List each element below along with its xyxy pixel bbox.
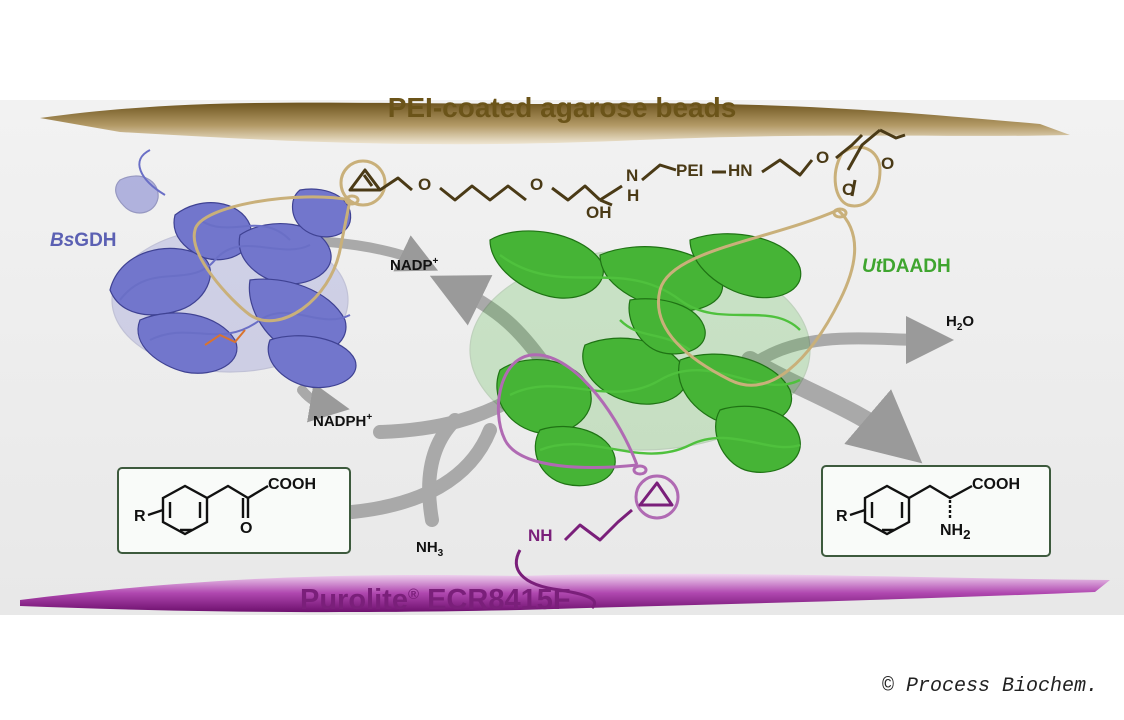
bottom-bead-surface	[20, 573, 1110, 613]
ammonia-label: NH3	[416, 539, 443, 559]
top-linker-tethers	[192, 145, 882, 387]
product-structure	[849, 484, 973, 536]
substrate-o: O	[240, 520, 253, 537]
linker-hn: HN	[728, 161, 753, 180]
linker-o-3: O	[816, 148, 830, 167]
top-bead-surface	[40, 102, 1070, 145]
nadph-label: NADPH+	[313, 412, 372, 430]
ammonia-base: NH	[416, 539, 438, 556]
utdaadh-enzyme-structure	[469, 230, 811, 487]
water-label: H2O	[946, 313, 974, 333]
substrate-r: R	[134, 508, 146, 525]
copyright-notice: © Process Biochem.	[881, 675, 1098, 698]
substrate-structure	[147, 484, 269, 536]
product-nh2-sub: 2	[963, 527, 971, 543]
water-h: H	[946, 313, 957, 330]
ammonia-sub: 3	[437, 548, 444, 559]
linker-o-1: O	[418, 175, 432, 194]
water-sub: 2	[956, 322, 963, 333]
nadph-base: NADPH	[313, 413, 367, 430]
nadp-base: NADP	[390, 257, 433, 274]
bottom-bead-name: Purolite	[300, 584, 408, 616]
enzyme-right-label: UtDAADH	[862, 256, 951, 278]
substrate-cooh: COOH	[268, 476, 316, 493]
water-o: O	[962, 313, 975, 330]
linker-oh: OH	[586, 203, 612, 222]
enzyme-right-prefix: Ut	[862, 256, 883, 277]
product-cooh: COOH	[972, 476, 1020, 493]
enzyme-right-suffix: DAADH	[882, 256, 951, 277]
product-r: R	[836, 508, 848, 525]
bottom-linker-skeleton	[514, 481, 674, 610]
linker-n: N	[626, 166, 639, 185]
bsgdh-enzyme-structure	[109, 149, 357, 389]
linker-o-2: O	[530, 175, 544, 194]
product-nh2: NH2	[940, 522, 971, 542]
enzyme-left-suffix: GDH	[74, 230, 117, 251]
nadph-charge: +	[366, 412, 373, 423]
bottom-linker-tether	[497, 353, 680, 520]
bottom-bead-label: Purolite® ECR8415F	[300, 584, 571, 617]
enzyme-left-prefix: Bs	[50, 230, 75, 251]
top-bead-label: PEI-coated agarose beads	[387, 92, 737, 123]
linker-o-4: O	[842, 180, 856, 199]
product-nh2-base: NH	[940, 522, 964, 539]
nadp-label: NADP+	[390, 256, 438, 274]
linker-o-5: O	[881, 154, 895, 173]
bsgdh-bound-cofactor	[204, 329, 246, 346]
registered-mark: ®	[407, 586, 420, 603]
enzyme-left-label: BsGDH	[50, 230, 117, 252]
substrate-box	[117, 467, 351, 554]
linker-nh: NH	[528, 526, 553, 545]
bottom-bead-code: ECR8415F	[427, 584, 571, 616]
linker-pei: PEI	[676, 161, 704, 180]
product-box	[821, 465, 1051, 557]
nadp-charge: +	[432, 256, 439, 267]
linker-h: H	[627, 186, 640, 205]
top-linker-skeleton	[348, 128, 906, 207]
